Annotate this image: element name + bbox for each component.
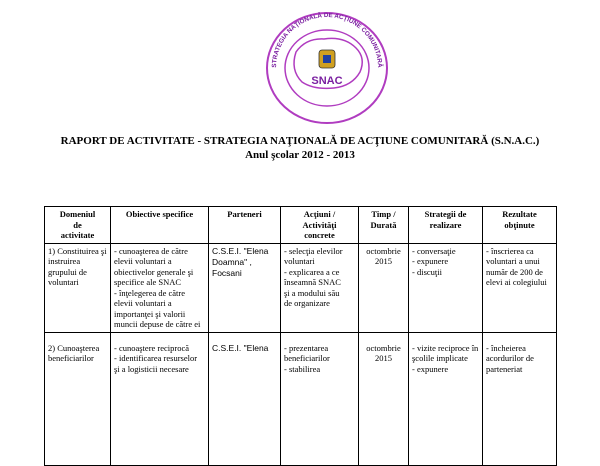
cell-actions: - prezentarea beneficiarilor - stabilire… bbox=[280, 331, 359, 466]
cell-results: - înscrierea ca voluntari a unui număr d… bbox=[482, 242, 557, 333]
cell-domain: 1) Constituirea şi instruirea grupului d… bbox=[44, 242, 111, 333]
logo-outer-ring bbox=[266, 12, 388, 124]
cell-strategies: - conversaţie - expunere - discuţii bbox=[408, 242, 483, 333]
header-strategies: Strategii de realizare bbox=[408, 206, 483, 244]
header-objectives: Obiective specifice bbox=[110, 206, 209, 244]
table-header-row: Domeniul de activitate Obiective specifi… bbox=[44, 206, 557, 244]
cell-partners: C.S.E.I. "Elena Doamna" , Focsani bbox=[208, 242, 281, 333]
logo-inner-ring bbox=[284, 29, 370, 107]
report-title: RAPORT DE ACTIVITATE - STRATEGIA NAŢIONA… bbox=[60, 135, 540, 147]
cell-partners: C.S.E.I. "Elena bbox=[208, 331, 281, 466]
header-actions: Acţiuni / Activităţi concrete bbox=[280, 206, 359, 244]
header-time: Timp / Durată bbox=[358, 206, 409, 244]
report-subtitle: Anul şcolar 2012 - 2013 bbox=[245, 149, 355, 161]
cell-strategies: - vizite reciproce în şcolile implicate … bbox=[408, 331, 483, 466]
table-row: 2) Cunoaşterea beneficiarilor - cunoaşte… bbox=[44, 331, 557, 466]
cell-objectives: - cunoaştere reciprocă - identificarea r… bbox=[110, 331, 209, 466]
header-partners: Parteneri bbox=[208, 206, 281, 244]
cell-results: - încheierea acordurilor de parteneriat bbox=[482, 331, 557, 466]
cell-time: octombrie 2015 bbox=[358, 331, 409, 466]
cell-domain: 2) Cunoaşterea beneficiarilor bbox=[44, 331, 111, 466]
cell-time: octombrie 2015 bbox=[358, 242, 409, 333]
cell-objectives: - cunoaşterea de către elevii voluntari … bbox=[110, 242, 209, 333]
coat-of-arms-inner-icon bbox=[323, 55, 331, 63]
logo-center-text: SNAC bbox=[311, 75, 342, 87]
snac-logo: SNAC STRATEGIA NAŢIONALĂ DE ACŢIUNE COMU… bbox=[266, 10, 388, 124]
activity-table: Domeniul de activitate Obiective specifi… bbox=[44, 206, 557, 466]
cell-actions: - selecţia elevilor voluntari - explicar… bbox=[280, 242, 359, 333]
header-results: Rezultate obţinute bbox=[482, 206, 557, 244]
report-heading: RAPORT DE ACTIVITATE - STRATEGIA NAŢIONA… bbox=[0, 134, 600, 162]
table-row: 1) Constituirea şi instruirea grupului d… bbox=[44, 242, 557, 333]
header-domain: Domeniul de activitate bbox=[44, 206, 111, 244]
